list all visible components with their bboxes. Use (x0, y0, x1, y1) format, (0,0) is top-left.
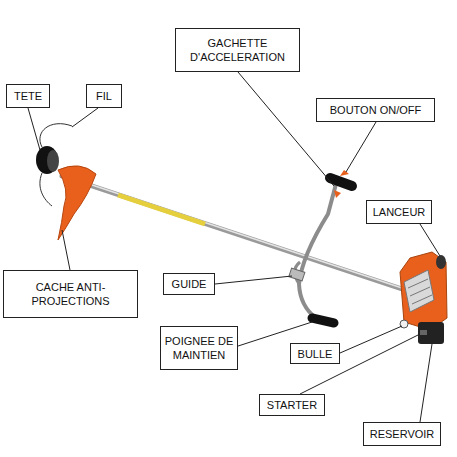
callout-box: GUIDE (163, 273, 215, 295)
callout-box: LANCEUR (366, 200, 432, 224)
engine-cover (404, 270, 434, 312)
holding-grip (312, 318, 334, 323)
engine-body (400, 252, 447, 330)
leader-line (238, 72, 334, 186)
guide-clamp (289, 268, 305, 281)
leader-line (28, 108, 40, 150)
callout-box: BULLE (290, 343, 340, 364)
callout-box: RESERVOIR (363, 422, 441, 446)
callout-box: GACHETTE D'ACCELERATION (175, 28, 300, 72)
part-label: RESERVOIR (370, 427, 435, 441)
shaft-sticker (118, 195, 205, 224)
callout-box: CACHE ANTI-PROJECTIONS (3, 270, 138, 318)
part-label: FIL (96, 89, 112, 103)
engine-fin (408, 279, 428, 288)
callout-box: FIL (86, 84, 122, 108)
engine-fin (412, 295, 432, 304)
on-off-button (340, 170, 349, 176)
cutting-head-spool (47, 150, 59, 172)
callout-box: TETE (6, 84, 50, 108)
leader-line (420, 224, 440, 256)
part-label: STARTER (267, 398, 317, 412)
throttle-trigger (334, 190, 341, 198)
choke-lever (420, 330, 427, 335)
leader-line (215, 276, 292, 284)
recoil-starter (436, 255, 446, 269)
callout-box: STARTER (259, 394, 325, 416)
part-label: GACHETTE D'ACCELERATION (179, 36, 296, 64)
callout-box: POIGNEE DE MAINTIEN (160, 326, 238, 370)
leader-line (340, 326, 402, 353)
engine-fin (410, 287, 430, 296)
part-label: CACHE ANTI-PROJECTIONS (7, 280, 134, 308)
part-label: BOUTON ON/OFF (330, 103, 421, 117)
fuel-tank (418, 322, 444, 344)
part-label: LANCEUR (373, 205, 426, 219)
leader-line (420, 344, 432, 422)
part-label: BULLE (298, 347, 333, 361)
part-label: TETE (14, 89, 42, 103)
cutting-line (40, 124, 72, 147)
cutting-head (36, 146, 58, 174)
leader-line (346, 122, 376, 172)
part-label: POIGNEE DE MAINTIEN (164, 334, 234, 362)
callout-box: BOUTON ON/OFF (316, 98, 435, 122)
leader-lines (28, 72, 440, 422)
leader-line (72, 108, 98, 127)
leader-line (62, 230, 70, 270)
handle-bar (299, 184, 336, 318)
part-label: GUIDE (172, 277, 207, 291)
guard (58, 166, 96, 240)
cutting-line (40, 173, 52, 206)
